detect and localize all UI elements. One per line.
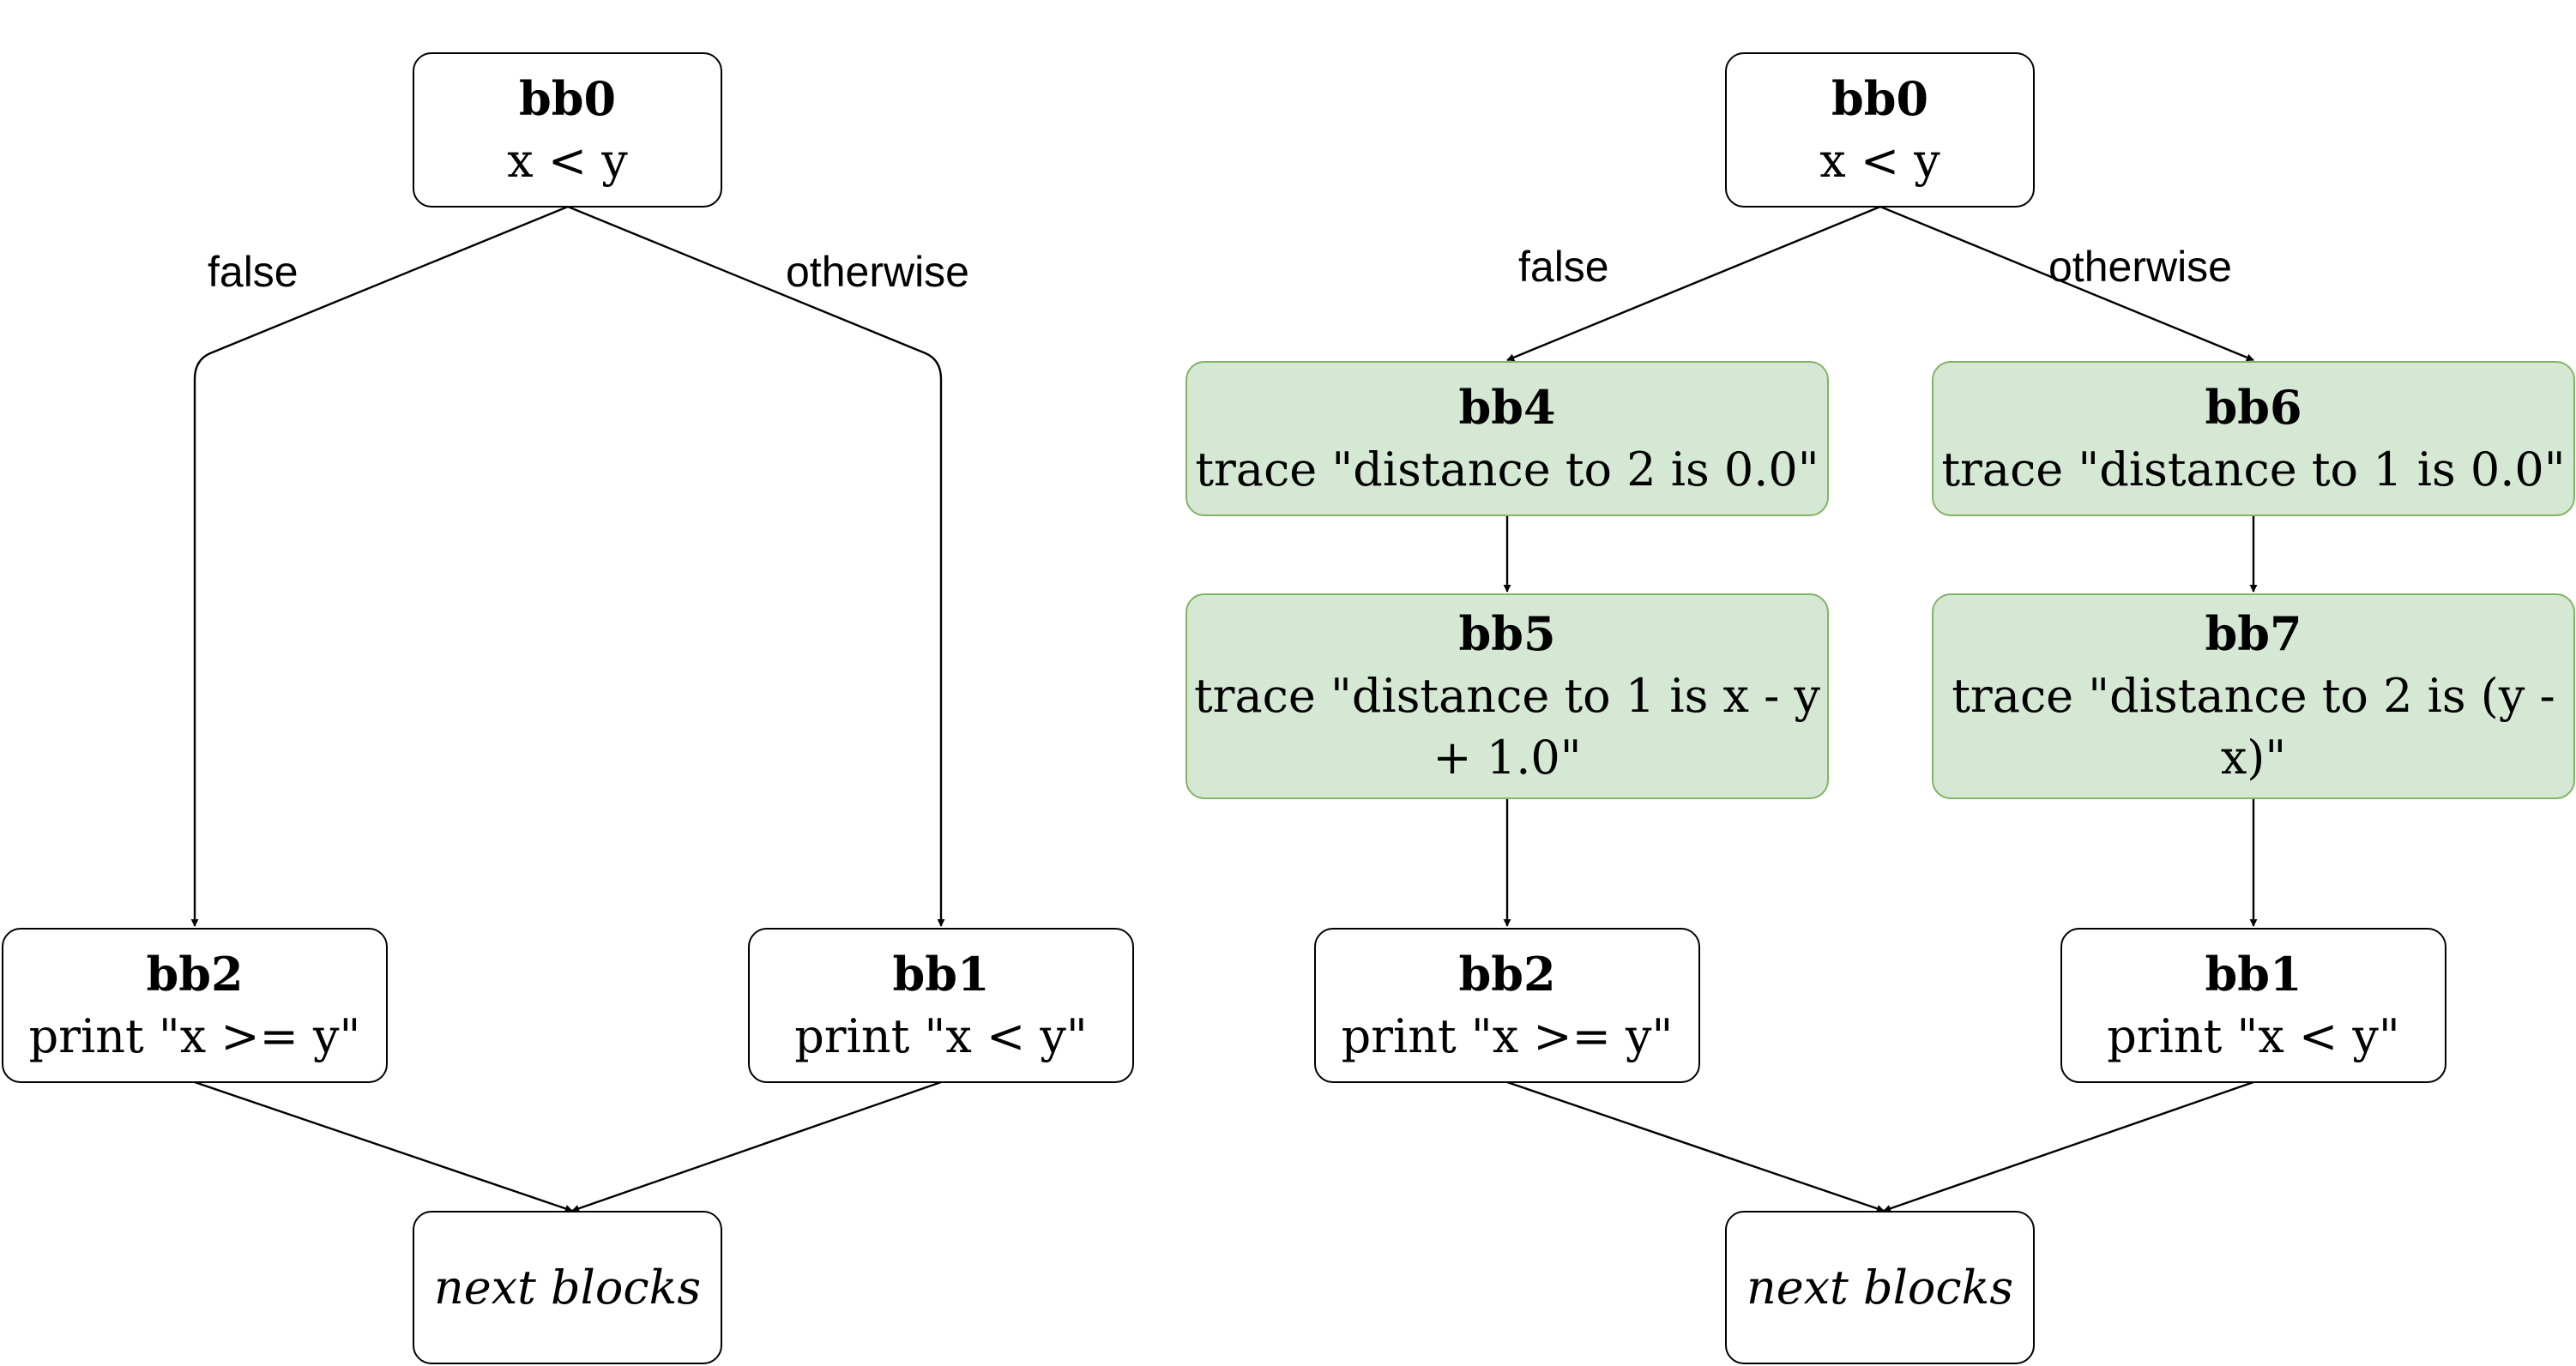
left-node-next-blocks: next blocks (413, 1211, 722, 1364)
node-text: print "x < y" (794, 1008, 1088, 1063)
edge-left-bb2-to-next (194, 1080, 573, 1213)
node-text: trace "distance to 2 is 0.0" (1195, 442, 1819, 496)
right-node-bb5: bb5 trace "distance to 1 is x - y + 1.0" (1185, 593, 1829, 799)
node-name: bb0 (518, 70, 617, 126)
edge-left-bb1-to-next (571, 1080, 942, 1213)
node-text: print "x >= y" (1341, 1008, 1674, 1063)
node-name: bb4 (1458, 379, 1556, 435)
node-text: next blocks (433, 1260, 702, 1315)
left-node-bb0: bb0 x < y (413, 52, 722, 208)
node-text: print "x < y" (2107, 1008, 2400, 1063)
right-node-bb2: bb2 print "x >= y" (1314, 928, 1700, 1083)
node-name: bb1 (2205, 946, 2302, 1002)
edge-right-bb0-to-bb4 (1506, 205, 1881, 362)
node-text: x < y (507, 133, 628, 188)
node-name: bb2 (146, 946, 244, 1002)
node-text: x < y (1819, 133, 1940, 188)
edge-right-bb0-to-bb6 (1879, 205, 2254, 362)
node-name: bb5 (1458, 606, 1556, 662)
node-text: trace "distance to 2 is (y - x)" (1952, 669, 2555, 785)
node-name: bb0 (1831, 70, 1929, 126)
node-name: bb7 (2205, 606, 2302, 662)
node-text: next blocks (1746, 1260, 2014, 1315)
right-node-bb4: bb4 trace "distance to 2 is 0.0" (1185, 361, 1829, 516)
node-text: trace "distance to 1 is x - y + 1.0" (1193, 669, 1821, 785)
edge-left-bb0-to-bb2 (190, 205, 569, 927)
left-node-bb2: bb2 print "x >= y" (2, 928, 388, 1083)
right-node-bb7: bb7 trace "distance to 2 is (y - x)" (1932, 593, 2575, 799)
edge-right-bb1-to-next (1883, 1080, 2254, 1213)
left-edge-label-otherwise: otherwise (786, 248, 969, 296)
right-node-bb6: bb6 trace "distance to 1 is 0.0" (1932, 361, 2575, 516)
node-text: trace "distance to 1 is 0.0" (1941, 442, 2566, 496)
node-name: bb2 (1458, 946, 1556, 1002)
node-name: bb6 (2205, 379, 2302, 435)
right-node-bb1: bb1 print "x < y" (2060, 928, 2446, 1083)
right-node-bb0: bb0 x < y (1725, 52, 2035, 208)
edge-right-bb2-to-next (1506, 1080, 1885, 1213)
right-edge-label-otherwise: otherwise (2048, 243, 2232, 291)
edge-left-bb0-to-bb1 (567, 205, 945, 927)
left-node-bb1: bb1 print "x < y" (748, 928, 1134, 1083)
node-name: bb1 (892, 946, 990, 1002)
right-edge-label-false: false (1518, 243, 1609, 291)
node-text: print "x >= y" (28, 1008, 361, 1063)
left-edge-label-false: false (208, 248, 299, 296)
right-node-next-blocks: next blocks (1725, 1211, 2035, 1364)
